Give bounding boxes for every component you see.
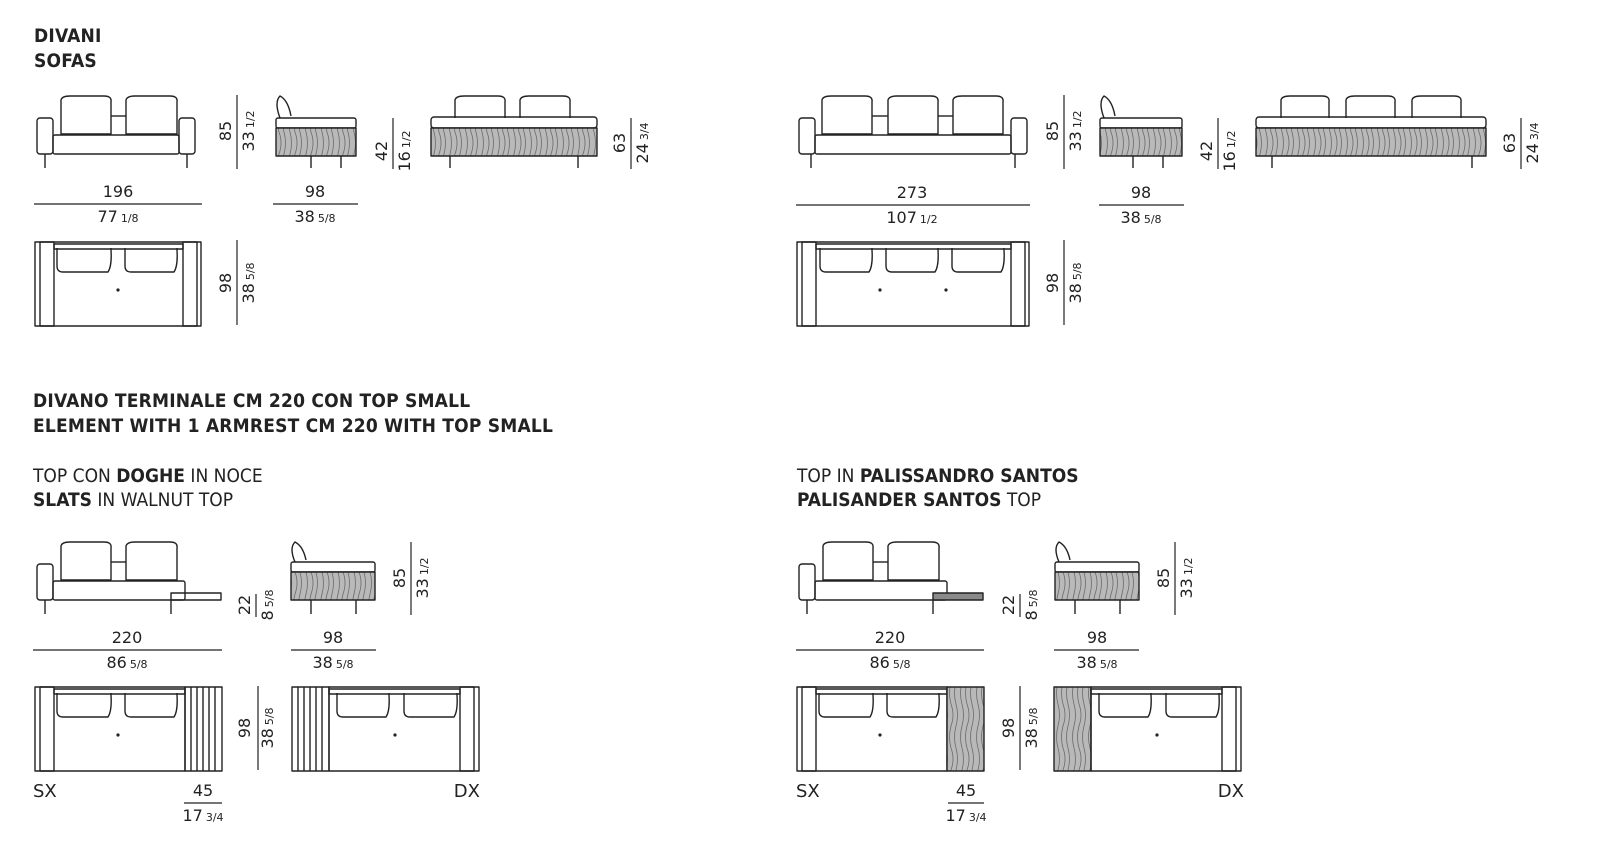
sofa-273-back-view	[1255, 95, 1487, 168]
sofa-273-height-in: 331/2	[1066, 110, 1085, 151]
sofa-196-plan-depth-in: 385/8	[239, 262, 258, 303]
sofa-196-side-view	[275, 95, 357, 168]
terminal-walnut-width-cm: 220	[112, 628, 143, 647]
terminal-walnut-height-in: 331/2	[413, 557, 432, 598]
sofa-273-back-in: 243/4	[1523, 122, 1542, 163]
sofa-273-seat-in: 161/2	[1220, 130, 1239, 171]
terminal-santos-front-view	[798, 541, 984, 614]
santos-caption-it: TOP IN PALISSANDRO SANTOS	[797, 465, 1079, 487]
sofa-273-plan-view	[796, 241, 1030, 327]
sofa-196-height-cm: 85	[216, 121, 235, 141]
sofa-273-back-cm: 63	[1500, 133, 1519, 153]
sofa-273-plan-depth-in: 385/8	[1066, 262, 1085, 303]
terminal-walnut-plan-sx	[34, 686, 223, 772]
terminal-santos-dx-label: DX	[1218, 781, 1244, 802]
terminal-walnut-side-view	[290, 541, 376, 614]
sofa-196-plan-depth-cm: 98	[216, 273, 235, 293]
sofas-title: DIVANI SOFAS	[34, 24, 102, 74]
terminal-walnut-front-view	[36, 541, 222, 614]
terminal-santos-width-cm: 220	[875, 628, 906, 647]
terminal-walnut-dx-label: DX	[454, 781, 480, 802]
sofa-273-seat-cm: 42	[1197, 141, 1216, 161]
sofa-196-seat-cm: 42	[372, 141, 391, 161]
terminal-walnut-top-width-cm: 45	[193, 781, 213, 800]
sofa-196-width-cm: 196	[103, 182, 134, 201]
sofa-196-front-view	[36, 95, 196, 168]
terminal-santos-plan-sx	[796, 686, 985, 772]
terminal-santos-sx-label: SX	[796, 781, 820, 802]
plan-center-markers	[116, 288, 1159, 737]
terminal-santos-height-cm: 85	[1154, 568, 1173, 588]
sofa-273-plan-depth-cm: 98	[1043, 273, 1062, 293]
terminal-title: DIVANO TERMINALE CM 220 CON TOP SMALL EL…	[33, 389, 553, 439]
walnut-caption-en: SLATS IN WALNUT TOP	[33, 489, 234, 511]
walnut-caption-it: TOP CON DOGHE IN NOCE	[33, 465, 263, 487]
sofa-273-depth-cm: 98	[1131, 183, 1151, 202]
terminal-walnut-top-cm: 22	[235, 595, 254, 615]
terminal-walnut-top-in: 85/8	[258, 590, 277, 621]
sofas-title-it: DIVANI	[34, 25, 102, 47]
terminal-walnut-height-cm: 85	[390, 568, 409, 588]
sofa-273-height-cm: 85	[1043, 121, 1062, 141]
sofa-196-back-view	[430, 95, 598, 168]
terminal-santos-top-width-cm: 45	[956, 781, 976, 800]
terminal-title-it: DIVANO TERMINALE CM 220 CON TOP SMALL	[33, 390, 471, 412]
dimension-lines	[33, 95, 1522, 804]
terminal-santos-plan-depth-in: 385/8	[1022, 707, 1041, 748]
sofa-273-front-view	[798, 95, 1028, 168]
santos-variant-caption: TOP IN PALISSANDRO SANTOS PALISANDER SAN…	[797, 464, 1079, 512]
sofas-title-en: SOFAS	[34, 50, 97, 72]
sofa-196-back-cm: 63	[610, 133, 629, 153]
terminal-walnut-plan-depth-cm: 98	[235, 718, 254, 738]
terminal-title-en: ELEMENT WITH 1 ARMREST CM 220 WITH TOP S…	[33, 415, 554, 437]
sofa-273-side-view	[1099, 95, 1183, 168]
terminal-walnut-depth-cm: 98	[323, 628, 343, 647]
terminal-santos-depth-cm: 98	[1087, 628, 1107, 647]
sofa-196-height-in: 331/2	[239, 110, 258, 151]
terminal-santos-top-cm: 22	[999, 595, 1018, 615]
sofa-273-width-cm: 273	[897, 183, 928, 202]
sofa-196-seat-in: 161/2	[395, 130, 414, 171]
terminal-santos-top-in: 85/8	[1022, 590, 1041, 621]
santos-caption-en: PALISANDER SANTOS TOP	[797, 489, 1042, 511]
terminal-santos-side-view	[1054, 541, 1140, 614]
sofa-196-back-in: 243/4	[633, 122, 652, 163]
walnut-variant-caption: TOP CON DOGHE IN NOCE SLATS IN WALNUT TO…	[33, 464, 263, 512]
terminal-santos-plan-depth-cm: 98	[999, 718, 1018, 738]
terminal-santos-height-in: 331/2	[1177, 557, 1196, 598]
sofa-196-depth-cm: 98	[305, 182, 325, 201]
terminal-walnut-plan-dx	[291, 686, 480, 772]
sofa-196-plan-view	[34, 241, 202, 327]
terminal-santos-plan-dx	[1053, 686, 1242, 772]
terminal-walnut-plan-depth-in: 385/8	[258, 707, 277, 748]
terminal-walnut-sx-label: SX	[33, 781, 57, 802]
